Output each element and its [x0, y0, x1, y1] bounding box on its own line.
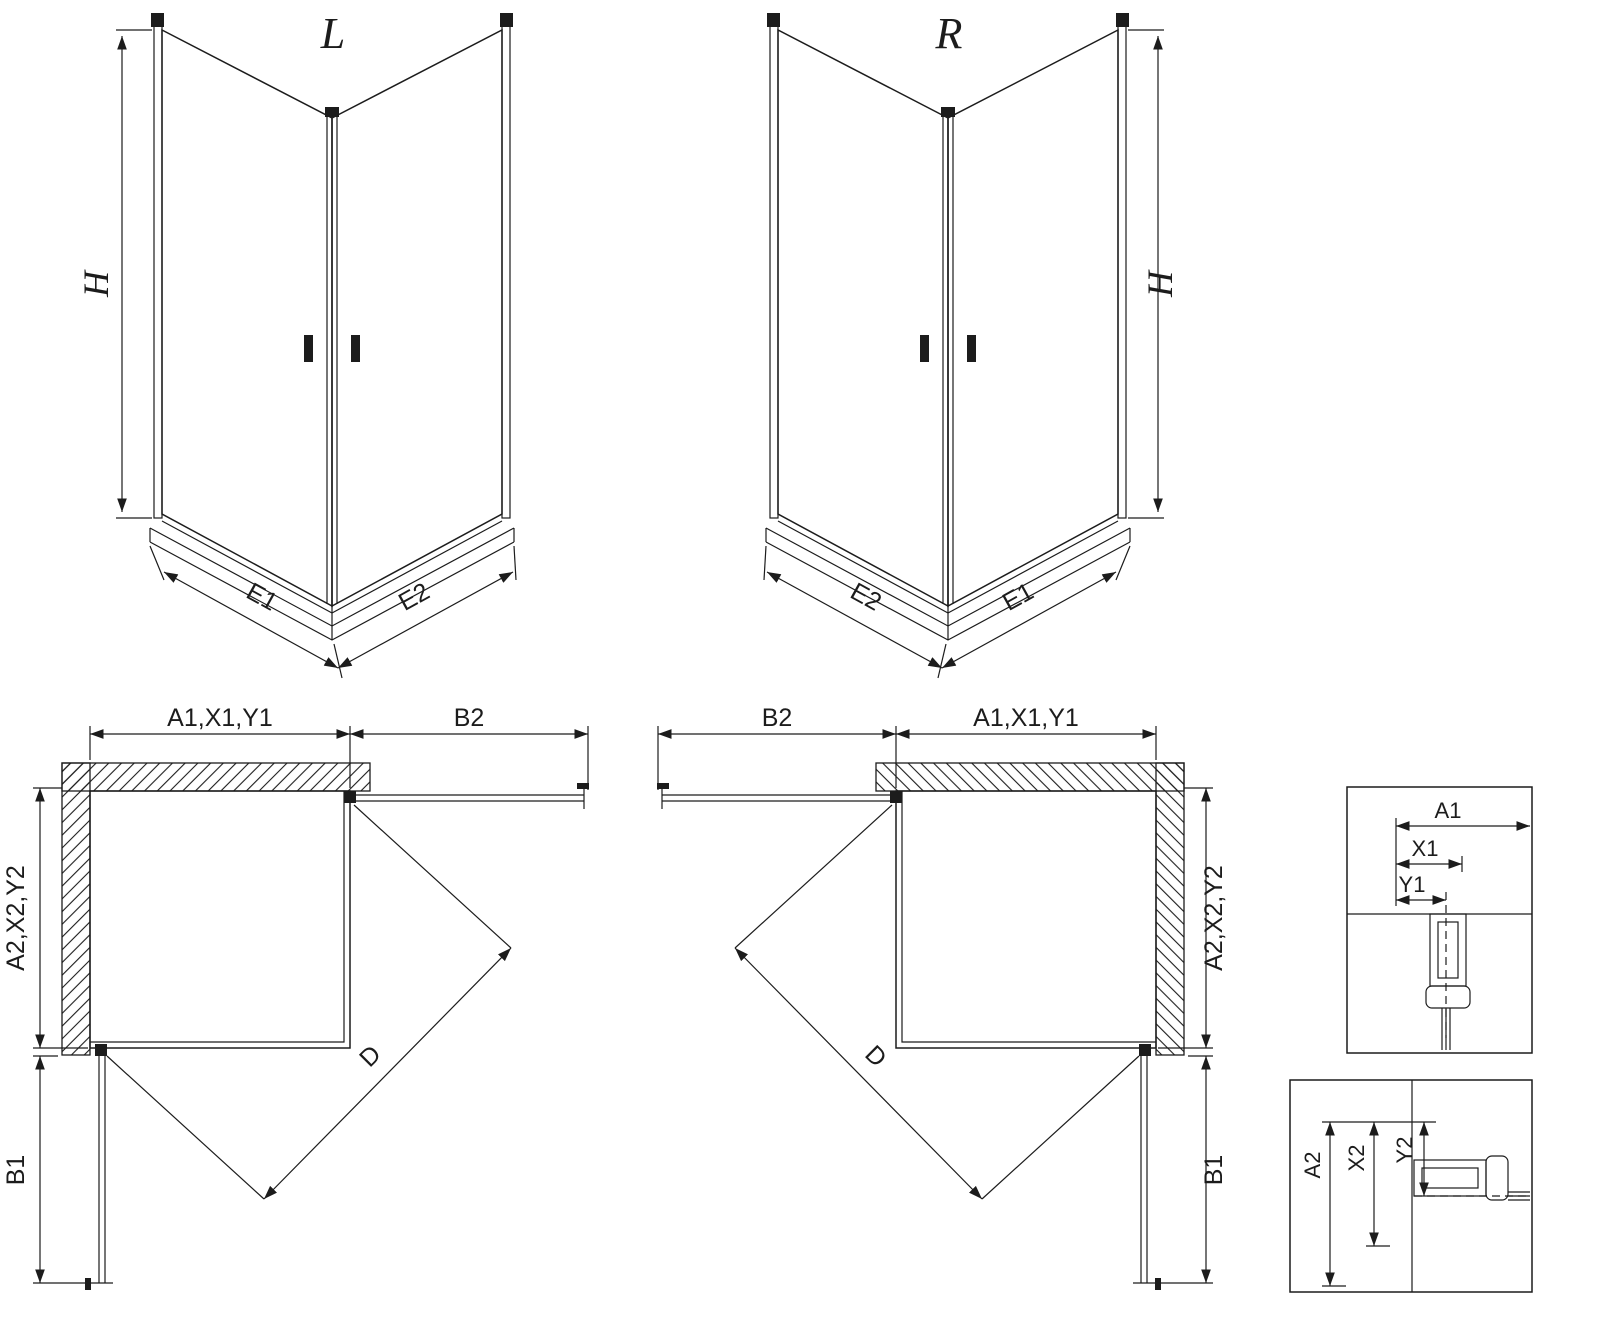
dim-label-b1-right: B1 — [1200, 1155, 1228, 1186]
detail-profile-bottom: A2 X2 Y2 — [1289, 1079, 1533, 1293]
dim-label-y2-detail: Y2 — [1392, 1137, 1417, 1164]
dim-label-b1-left: B1 — [2, 1155, 30, 1186]
dim-label-width-left: A1,X1,Y1 — [167, 704, 273, 732]
dim-label-x1-detail: X1 — [1412, 836, 1439, 861]
dim-label-a2-detail: A2 — [1300, 1152, 1325, 1179]
plan-view-right — [657, 726, 1213, 1290]
dim-label-height-right: H — [1140, 269, 1180, 298]
plan-view-left — [33, 726, 589, 1290]
variant-label-left: L — [320, 9, 345, 58]
dim-label-height-left: H — [76, 269, 116, 298]
variant-label-right: R — [935, 9, 963, 58]
wall-profile-section — [1413, 1155, 1530, 1201]
dim-label-b2-right: B2 — [762, 704, 793, 732]
iso-view-left — [116, 13, 516, 678]
dim-label-diagonal-right: D — [859, 1040, 892, 1073]
detail-profile-top: A1 X1 Y1 — [1346, 786, 1533, 1054]
dim-label-e2-right: E2 — [846, 577, 886, 616]
dim-label-diagonal-left: D — [354, 1040, 387, 1073]
dim-label-width-right: A1,X1,Y1 — [973, 704, 1079, 732]
dim-label-depth-left: A2,X2,Y2 — [2, 865, 30, 971]
dim-label-e2-left: E2 — [394, 577, 434, 616]
wall-profile-section — [1425, 913, 1471, 1050]
iso-view-right — [764, 13, 1164, 678]
dim-label-depth-right: A2,X2,Y2 — [1200, 865, 1228, 971]
dim-label-y1-detail: Y1 — [1399, 872, 1426, 897]
dim-label-a1-detail: A1 — [1435, 798, 1462, 823]
dim-label-x2-detail: X2 — [1344, 1145, 1369, 1172]
dim-label-b2-left: B2 — [454, 704, 485, 732]
